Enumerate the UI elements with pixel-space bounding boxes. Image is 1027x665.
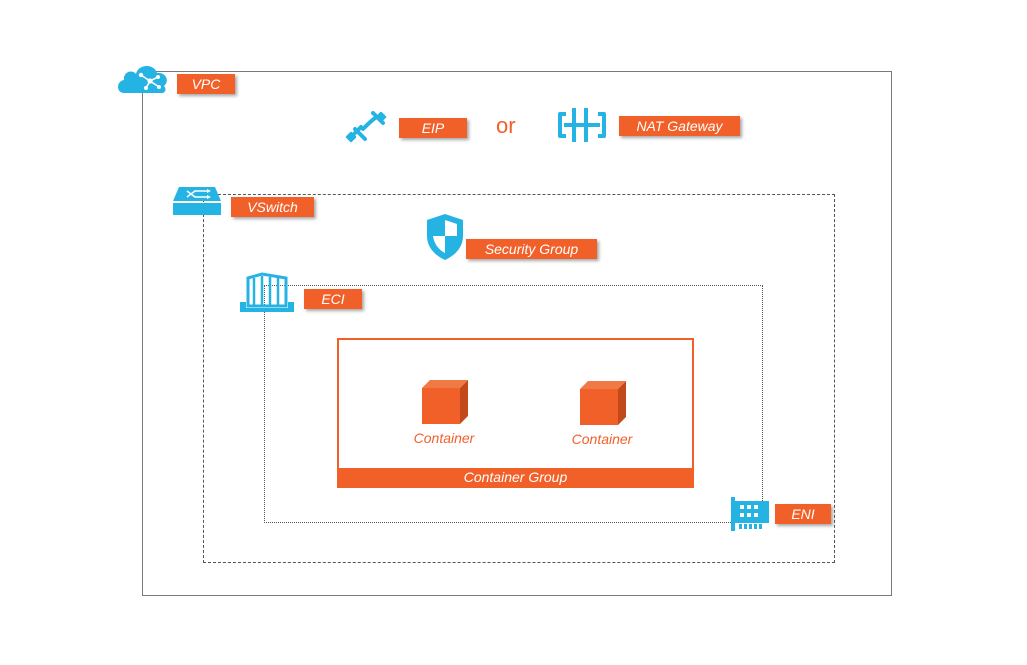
vswitch-icon	[173, 187, 221, 215]
shield-icon	[427, 214, 463, 260]
container-group-label: Container Group	[339, 468, 692, 486]
vpc-label: VPC	[177, 74, 235, 94]
eci-label: ECI	[304, 289, 362, 309]
network-card-icon	[731, 497, 769, 531]
vswitch-boundary	[203, 194, 835, 563]
eci-container-icon	[240, 272, 294, 312]
eni-label: ENI	[775, 504, 831, 524]
vpc-cloud-icon	[118, 65, 167, 94]
eip-link-icon	[345, 111, 387, 143]
or-connector-text: or	[496, 113, 516, 138]
cube-icon	[422, 380, 468, 424]
container-label: Container	[413, 430, 475, 446]
container-group-boundary: Container Group	[337, 338, 694, 488]
nat-gateway-icon	[558, 108, 606, 142]
vswitch-label: VSwitch	[231, 197, 314, 217]
security-group-label: Security Group	[466, 239, 597, 259]
vpc-boundary	[142, 71, 892, 596]
cube-icon	[580, 381, 626, 425]
container-label: Container	[571, 431, 633, 447]
eip-label: EIP	[399, 118, 467, 138]
eci-boundary	[264, 285, 763, 523]
nat-gateway-label: NAT Gateway	[619, 116, 740, 136]
